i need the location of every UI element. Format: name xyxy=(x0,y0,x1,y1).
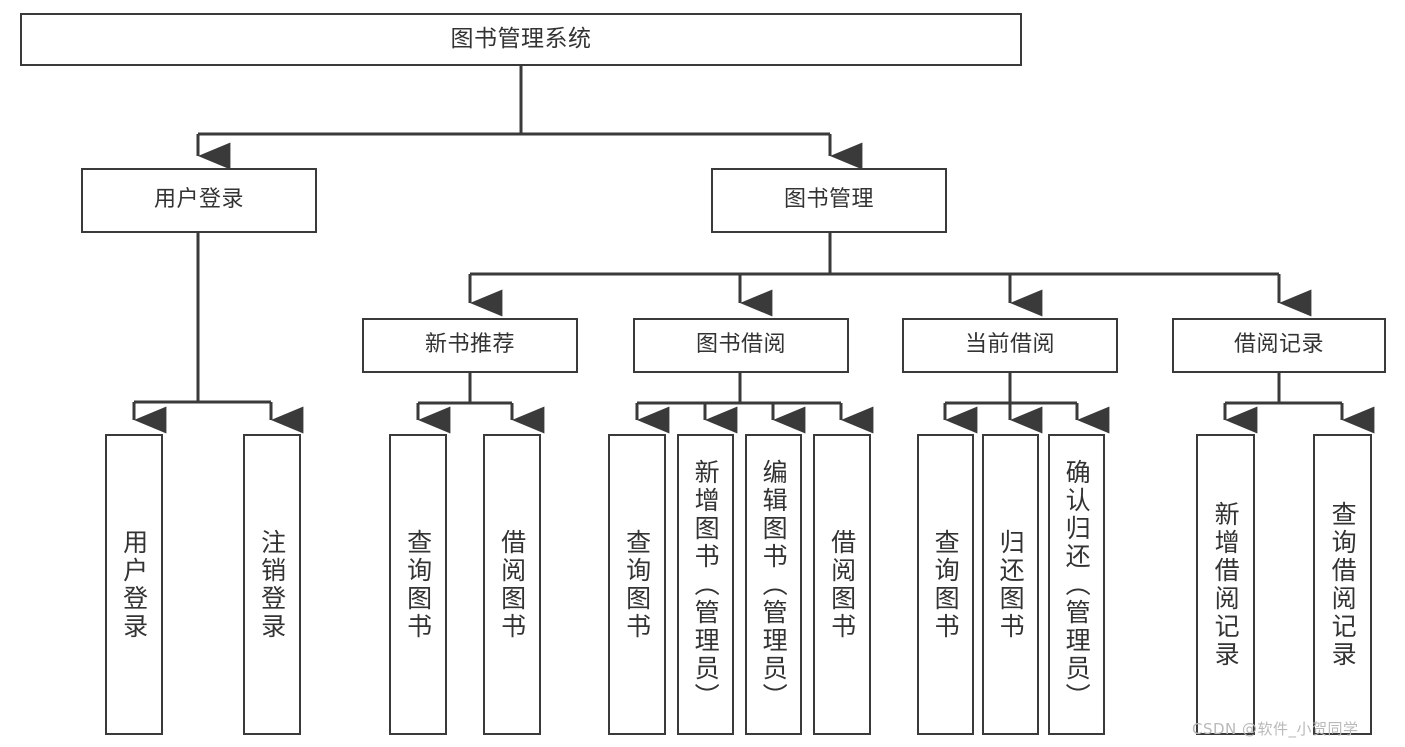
leaf-user-login-login[interactable]: 用户登录 xyxy=(105,434,163,735)
leaf-record-add-record[interactable]: 新增借阅记录 xyxy=(1196,434,1255,735)
node-book-management[interactable]: 图书管理 xyxy=(711,168,947,233)
leaf-record-query-record[interactable]: 查询借阅记录 xyxy=(1313,434,1372,735)
leaf-borrow-borrow-book[interactable]: 借阅图书 xyxy=(813,434,871,735)
node-borrow-record[interactable]: 借阅记录 xyxy=(1172,318,1386,373)
csdn-watermark: CSDN @软件_小贺同学 xyxy=(1192,720,1359,738)
leaf-new-book-borrow[interactable]: 借阅图书 xyxy=(483,434,541,735)
leaf-current-return-book[interactable]: 归还图书 xyxy=(982,434,1039,735)
node-new-book-recommend[interactable]: 新书推荐 xyxy=(362,318,578,373)
node-user-login[interactable]: 用户登录 xyxy=(81,168,317,233)
leaf-user-login-logout[interactable]: 注销登录 xyxy=(243,434,301,735)
leaf-current-confirm-return-admin[interactable]: 确认归还（管理员） xyxy=(1048,434,1105,735)
leaf-borrow-add-book-admin[interactable]: 新增图书（管理员） xyxy=(677,434,734,735)
node-root-system[interactable]: 图书管理系统 xyxy=(20,13,1022,66)
leaf-borrow-query-book[interactable]: 查询图书 xyxy=(608,434,666,735)
leaf-current-query-book[interactable]: 查询图书 xyxy=(917,434,974,735)
leaf-borrow-edit-book-admin[interactable]: 编辑图书（管理员） xyxy=(745,434,802,735)
node-current-borrow[interactable]: 当前借阅 xyxy=(902,318,1118,373)
node-book-borrow[interactable]: 图书借阅 xyxy=(633,318,849,373)
leaf-new-book-query[interactable]: 查询图书 xyxy=(389,434,447,735)
